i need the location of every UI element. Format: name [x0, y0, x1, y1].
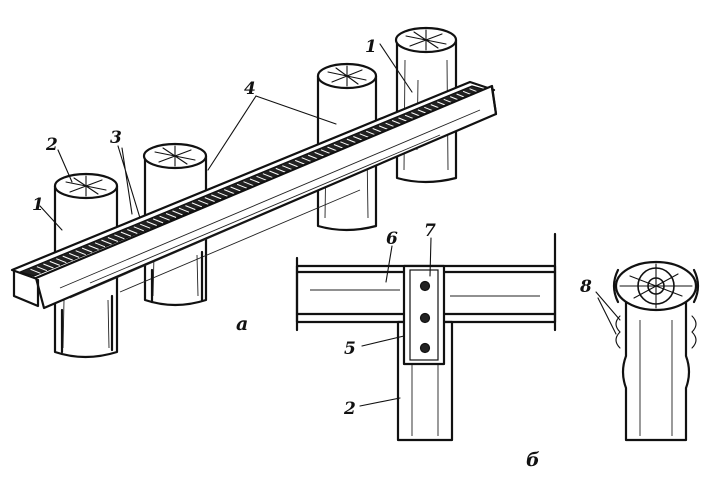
rail-slat — [88, 244, 99, 250]
rail-slat — [314, 151, 325, 157]
rail-slat — [295, 159, 306, 165]
rail-slat — [307, 154, 319, 160]
callout-7: 7 — [424, 221, 436, 241]
bolt-top — [419, 280, 431, 292]
rail-slat — [94, 242, 106, 248]
rail-slat — [224, 189, 235, 195]
front-board — [12, 84, 498, 310]
rail-slat — [327, 146, 338, 152]
rail-slat — [275, 167, 286, 173]
rail-slat — [107, 237, 119, 242]
rail-slat — [30, 268, 41, 274]
callout-3: 3 — [110, 128, 122, 148]
callout-5: 5 — [344, 339, 356, 359]
leader-2-top — [57, 149, 73, 183]
view-a-label: а — [236, 313, 248, 335]
rail-slat — [236, 183, 248, 189]
rail-slat — [101, 239, 112, 245]
rail-slat — [75, 250, 86, 256]
rail-slat — [204, 197, 215, 203]
rail-slat — [133, 226, 144, 232]
bolt-bottom — [419, 342, 431, 354]
callout-2-top: 2 — [45, 135, 58, 155]
rail-slat — [243, 181, 254, 187]
rail-slat — [69, 252, 80, 258]
pile-middle-lower — [150, 250, 204, 304]
rail-slat — [43, 263, 54, 269]
leader-5 — [361, 335, 405, 347]
rail-slat — [152, 218, 164, 224]
callout-1-right: 1 — [365, 37, 377, 57]
rail-slat — [217, 191, 228, 197]
rail-slat — [140, 223, 151, 229]
leader-1-left — [39, 205, 63, 231]
leader-4 — [207, 95, 337, 171]
rail-slat — [198, 199, 209, 205]
callout-6: 6 — [386, 229, 398, 249]
rail-slat — [333, 144, 345, 149]
view-b-label: б — [526, 449, 540, 471]
view-a-drawing: 1 1 2 3 4 а — [10, 26, 498, 359]
rail-slat — [146, 221, 157, 226]
pile-head-detail: 8 — [579, 260, 700, 442]
pile-middle — [142, 142, 208, 307]
rail-slat — [288, 162, 299, 168]
bolt-middle — [419, 312, 431, 324]
rail-slat — [230, 186, 241, 192]
rail-slat — [191, 202, 203, 208]
callout-8: 8 — [579, 277, 592, 297]
rail-slat — [320, 149, 332, 155]
rail-slat — [120, 231, 132, 237]
rail-slat — [262, 173, 274, 179]
rail-slat — [127, 229, 138, 234]
rail-slat — [185, 205, 196, 211]
rail-slat — [165, 213, 177, 218]
rail-slat — [211, 194, 222, 200]
view-b-drawing: 6 7 5 2 б — [295, 221, 557, 471]
rail-slat — [114, 234, 125, 240]
rail-slat — [282, 165, 293, 171]
rail-slat — [62, 255, 73, 261]
wire-tie-right — [691, 315, 697, 349]
leader-7 — [429, 237, 432, 277]
rail-slat — [36, 266, 48, 272]
rail-slat — [172, 210, 183, 216]
wire-tie-left — [615, 315, 621, 349]
callout-4: 4 — [244, 79, 256, 99]
callout-2-bottom: 2 — [343, 399, 356, 419]
leader-6 — [385, 245, 393, 283]
slotted-rail — [10, 80, 496, 282]
rail-slat — [159, 215, 170, 221]
rail-slat — [56, 258, 67, 264]
rail-slat — [301, 157, 312, 163]
pile-head-body — [621, 298, 691, 442]
callout-1-left: 1 — [32, 195, 44, 215]
rail-slat — [178, 207, 190, 213]
rail-slat — [81, 247, 93, 253]
leader-2-bottom — [359, 397, 401, 407]
leader-1-right — [379, 43, 413, 93]
leader-8 — [595, 291, 621, 335]
rail-slat — [269, 170, 280, 176]
rail-slat — [49, 260, 60, 266]
rail-slat — [249, 178, 261, 184]
leader-3 — [117, 145, 141, 219]
rail-slat — [256, 175, 267, 181]
pile-left-lower — [60, 294, 114, 354]
